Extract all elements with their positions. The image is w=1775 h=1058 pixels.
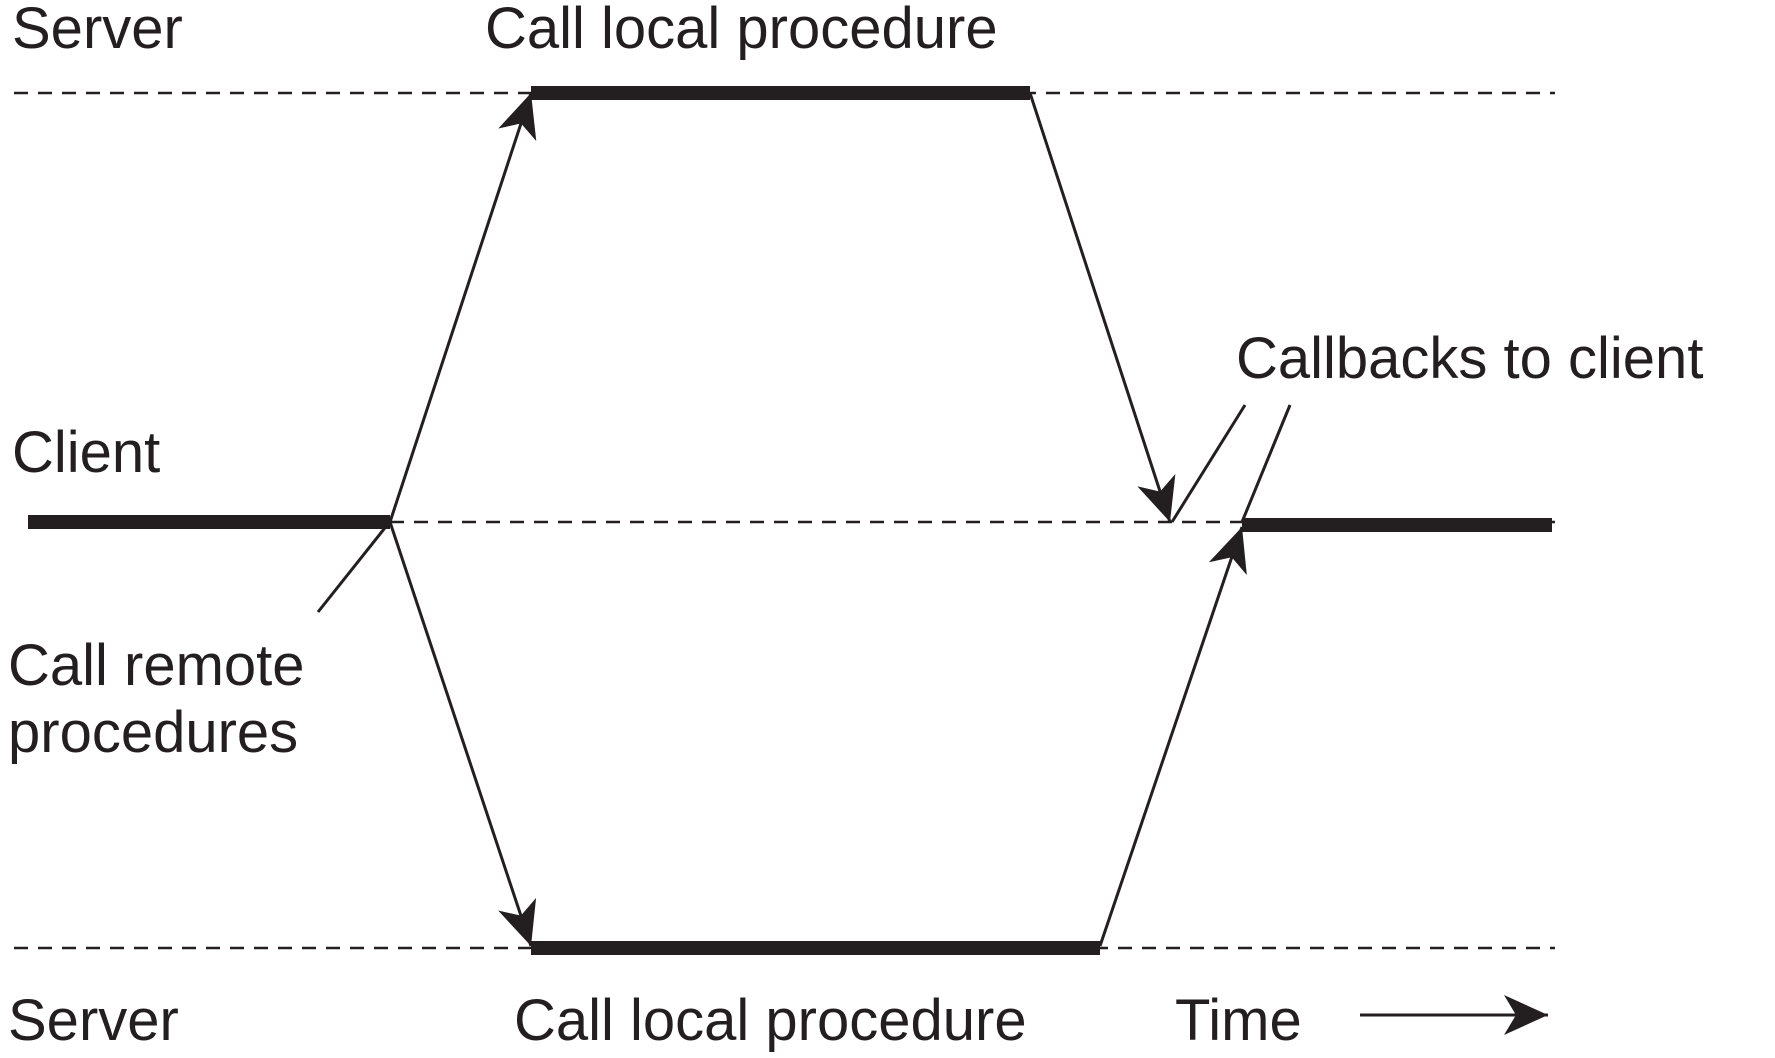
server-bottom-label: Server	[8, 988, 179, 1053]
callbacks-leader-line-1	[1170, 404, 1247, 523]
call-arrow-to-server-bottom	[388, 521, 537, 947]
call-local-procedure-top-label: Call local procedure	[485, 0, 998, 61]
client-label: Client	[12, 420, 160, 485]
call-remote-procedures-label-line2: procedures	[8, 700, 298, 765]
call-remote-procedures-label-line1: Call remote	[8, 633, 305, 698]
call-local-procedure-bottom-label: Call local procedure	[514, 988, 1027, 1053]
server-top-label: Server	[12, 0, 183, 61]
call-remote-leader-line	[316, 523, 390, 613]
callbacks-to-client-label: Callbacks to client	[1236, 326, 1703, 391]
callback-arrow-from-server-bottom	[1098, 526, 1247, 947]
callback-arrow-from-server-top	[1028, 92, 1176, 523]
time-label: Time	[1175, 988, 1302, 1053]
call-arrow-to-server-top	[388, 92, 537, 523]
callbacks-leader-line-2	[1240, 404, 1292, 523]
